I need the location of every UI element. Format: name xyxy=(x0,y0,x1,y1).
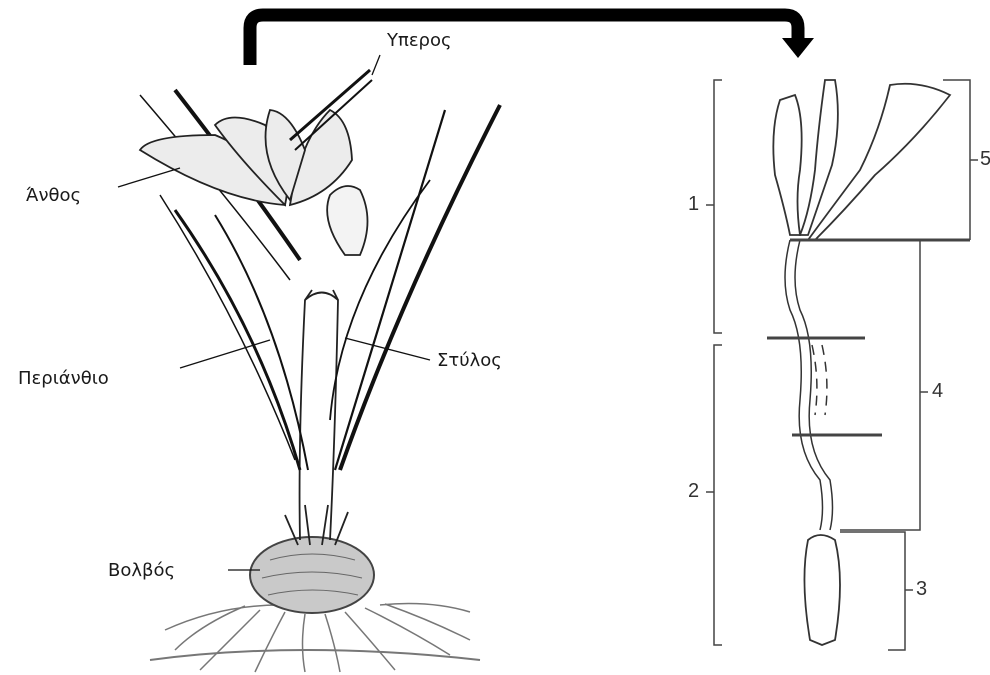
bulb-corm xyxy=(250,537,374,613)
segment-number-3: 3 xyxy=(916,578,927,601)
label-pistil: Υπερος xyxy=(387,30,452,51)
label-bulb: Βολβός xyxy=(108,560,175,581)
label-perianth: Περιάνθιο xyxy=(18,368,109,389)
segment-number-1: 1 xyxy=(688,193,699,216)
cut-lines xyxy=(767,240,970,435)
dashed-section xyxy=(812,345,827,415)
left-brackets xyxy=(714,80,722,645)
segment-number-4: 4 xyxy=(932,380,943,403)
connector-arrow xyxy=(250,15,814,65)
label-style: Στύλος xyxy=(437,350,502,371)
bracket-ticks xyxy=(706,160,978,590)
label-flower: Άνθος xyxy=(26,185,81,206)
segment-number-2: 2 xyxy=(688,480,699,503)
segment-number-5: 5 xyxy=(980,148,990,171)
stigma-diagram xyxy=(773,80,950,645)
stem-sheath xyxy=(285,290,348,545)
right-brackets xyxy=(840,80,970,650)
